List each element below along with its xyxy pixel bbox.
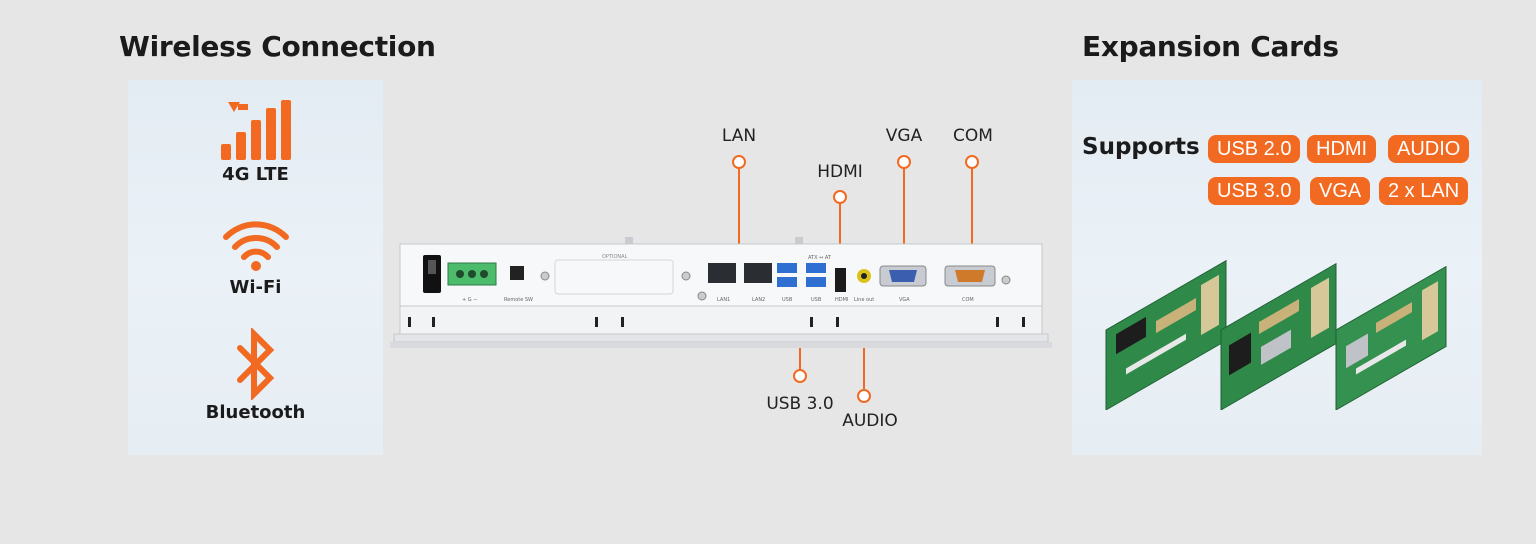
wireless-item-4g-lte: 4G LTE: [128, 98, 383, 185]
wireless-panel: 4G LTE Wi-Fi Bluetooth: [128, 80, 383, 455]
callout-audio: AUDIO: [842, 411, 898, 431]
expansion-card: [1220, 262, 1337, 410]
tag-vga: VGA: [1310, 177, 1371, 205]
remote-sw-text: Remote SW: [504, 297, 533, 303]
tag-2xlan: 2 x LAN: [1379, 177, 1469, 205]
expansion-cards-image: [1105, 259, 1447, 410]
com-text: COM: [962, 297, 974, 303]
atx-text: ATX ↔ AT: [808, 255, 832, 261]
bluetooth-icon: [236, 328, 274, 400]
tag-hdmi: HDMI: [1307, 135, 1377, 163]
expansion-section-title: Expansion Cards: [1082, 30, 1339, 63]
expansion-card: [1105, 259, 1227, 410]
callout-usb3: USB 3.0: [766, 394, 834, 414]
wireless-item-label: Wi-Fi: [229, 277, 282, 298]
tag-audio: AUDIO: [1388, 135, 1470, 163]
usb-b-text: USB: [811, 297, 822, 303]
supports-label: Supports: [1082, 134, 1200, 160]
hdmi-text: HDMI: [835, 297, 848, 303]
callout-com: COM: [953, 126, 993, 146]
wifi-icon: [222, 221, 289, 271]
callout-hdmi: HDMI: [817, 162, 863, 182]
line-out-text: Line out: [854, 297, 874, 303]
expansion-card: [1335, 265, 1447, 410]
signal-bars-icon: [220, 100, 291, 160]
callout-vga: VGA: [885, 126, 923, 146]
wireless-item-label: Bluetooth: [205, 402, 306, 423]
lan1-text: LAN1: [717, 297, 730, 303]
tag-usb20: USB 2.0: [1208, 135, 1301, 163]
tag-usb30: USB 3.0: [1208, 177, 1301, 205]
lan2-text: LAN2: [752, 297, 765, 303]
vga-text: VGA: [899, 297, 910, 303]
wireless-item-bluetooth: Bluetooth: [128, 328, 383, 423]
optional-text: OPTIONAL: [602, 254, 628, 260]
device-io-panel: + G − Remote SW OPTIONAL LAN1 LAN2 USB U…: [390, 155, 1052, 403]
callout-lan: LAN: [721, 126, 757, 146]
usb-a-text: USB: [782, 297, 793, 303]
power-pins-text: + G −: [462, 297, 477, 303]
wireless-item-wifi: Wi-Fi: [128, 215, 383, 298]
wireless-item-label: 4G LTE: [222, 164, 289, 185]
wireless-section-title: Wireless Connection: [119, 30, 436, 63]
